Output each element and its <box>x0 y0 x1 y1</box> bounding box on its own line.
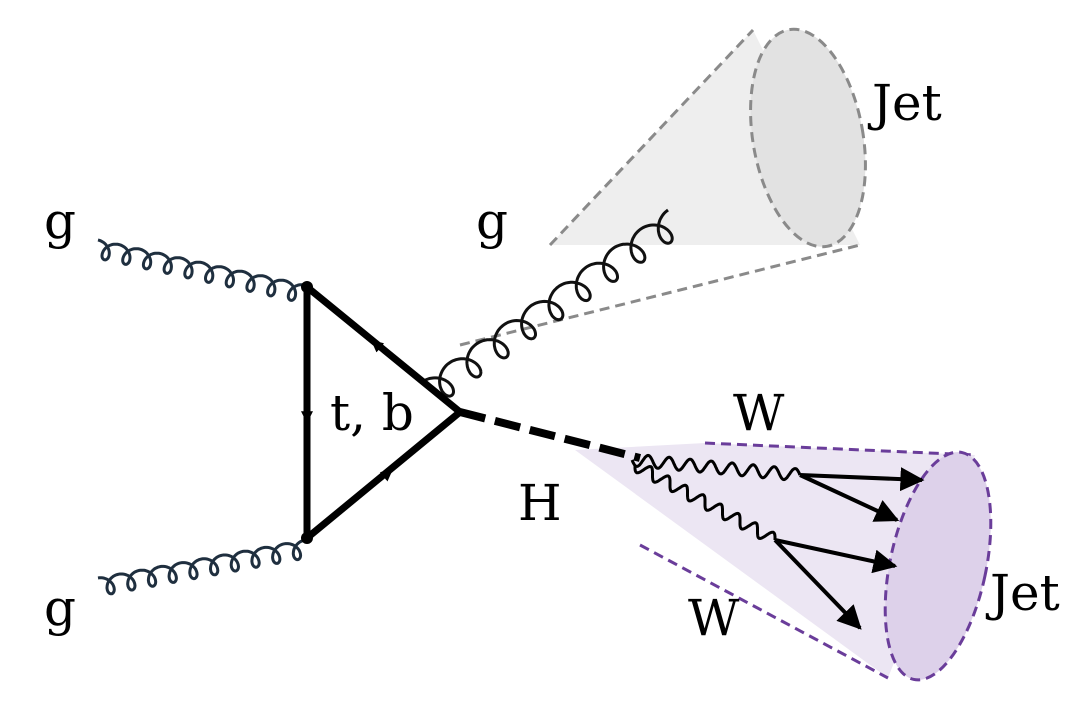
jet-cone-upper-mouth <box>749 27 867 249</box>
decay-products <box>773 467 925 630</box>
label-w-upper: W <box>733 384 785 442</box>
label-gluon-in-bottom: g <box>44 579 76 637</box>
quark-loop <box>301 281 464 544</box>
label-gluon-in-top: g <box>44 192 76 250</box>
jet-cone-lower <box>575 441 993 682</box>
vertex-bottom <box>301 532 313 544</box>
label-higgs: H <box>518 474 562 532</box>
gluon-line-incoming-top <box>97 238 306 302</box>
label-jet-lower: Jet <box>985 564 1060 622</box>
jet-cone-upper <box>459 27 867 347</box>
label-quark-loop: t, b <box>330 384 414 442</box>
jet-cone-upper-edge-bottom <box>459 243 861 347</box>
gluon-line-outgoing <box>421 208 674 398</box>
jet-cone-lower-edge-top <box>704 441 976 457</box>
w-boson-line-lower <box>633 464 777 541</box>
arrow-loop-upright-icon <box>369 469 393 489</box>
label-jet-upper: Jet <box>867 74 942 132</box>
decay-arrow-1-icon <box>799 467 925 492</box>
decay-arrow-3-icon <box>774 538 898 574</box>
decay-arrow-4-icon <box>773 538 862 630</box>
jet-cone-lower-mouth <box>883 450 993 682</box>
gluon-line-incoming-bottom <box>97 538 306 596</box>
decay-arrow-2-icon <box>799 473 900 522</box>
vertex-top <box>301 281 313 293</box>
higgs-line <box>459 408 641 462</box>
jet-cone-upper-edge-top <box>548 28 755 247</box>
arrow-loop-upleft-icon <box>371 340 396 361</box>
w-boson-line-upper <box>630 453 802 482</box>
label-gluon-out: g <box>476 192 508 250</box>
label-w-lower: W <box>688 589 740 647</box>
